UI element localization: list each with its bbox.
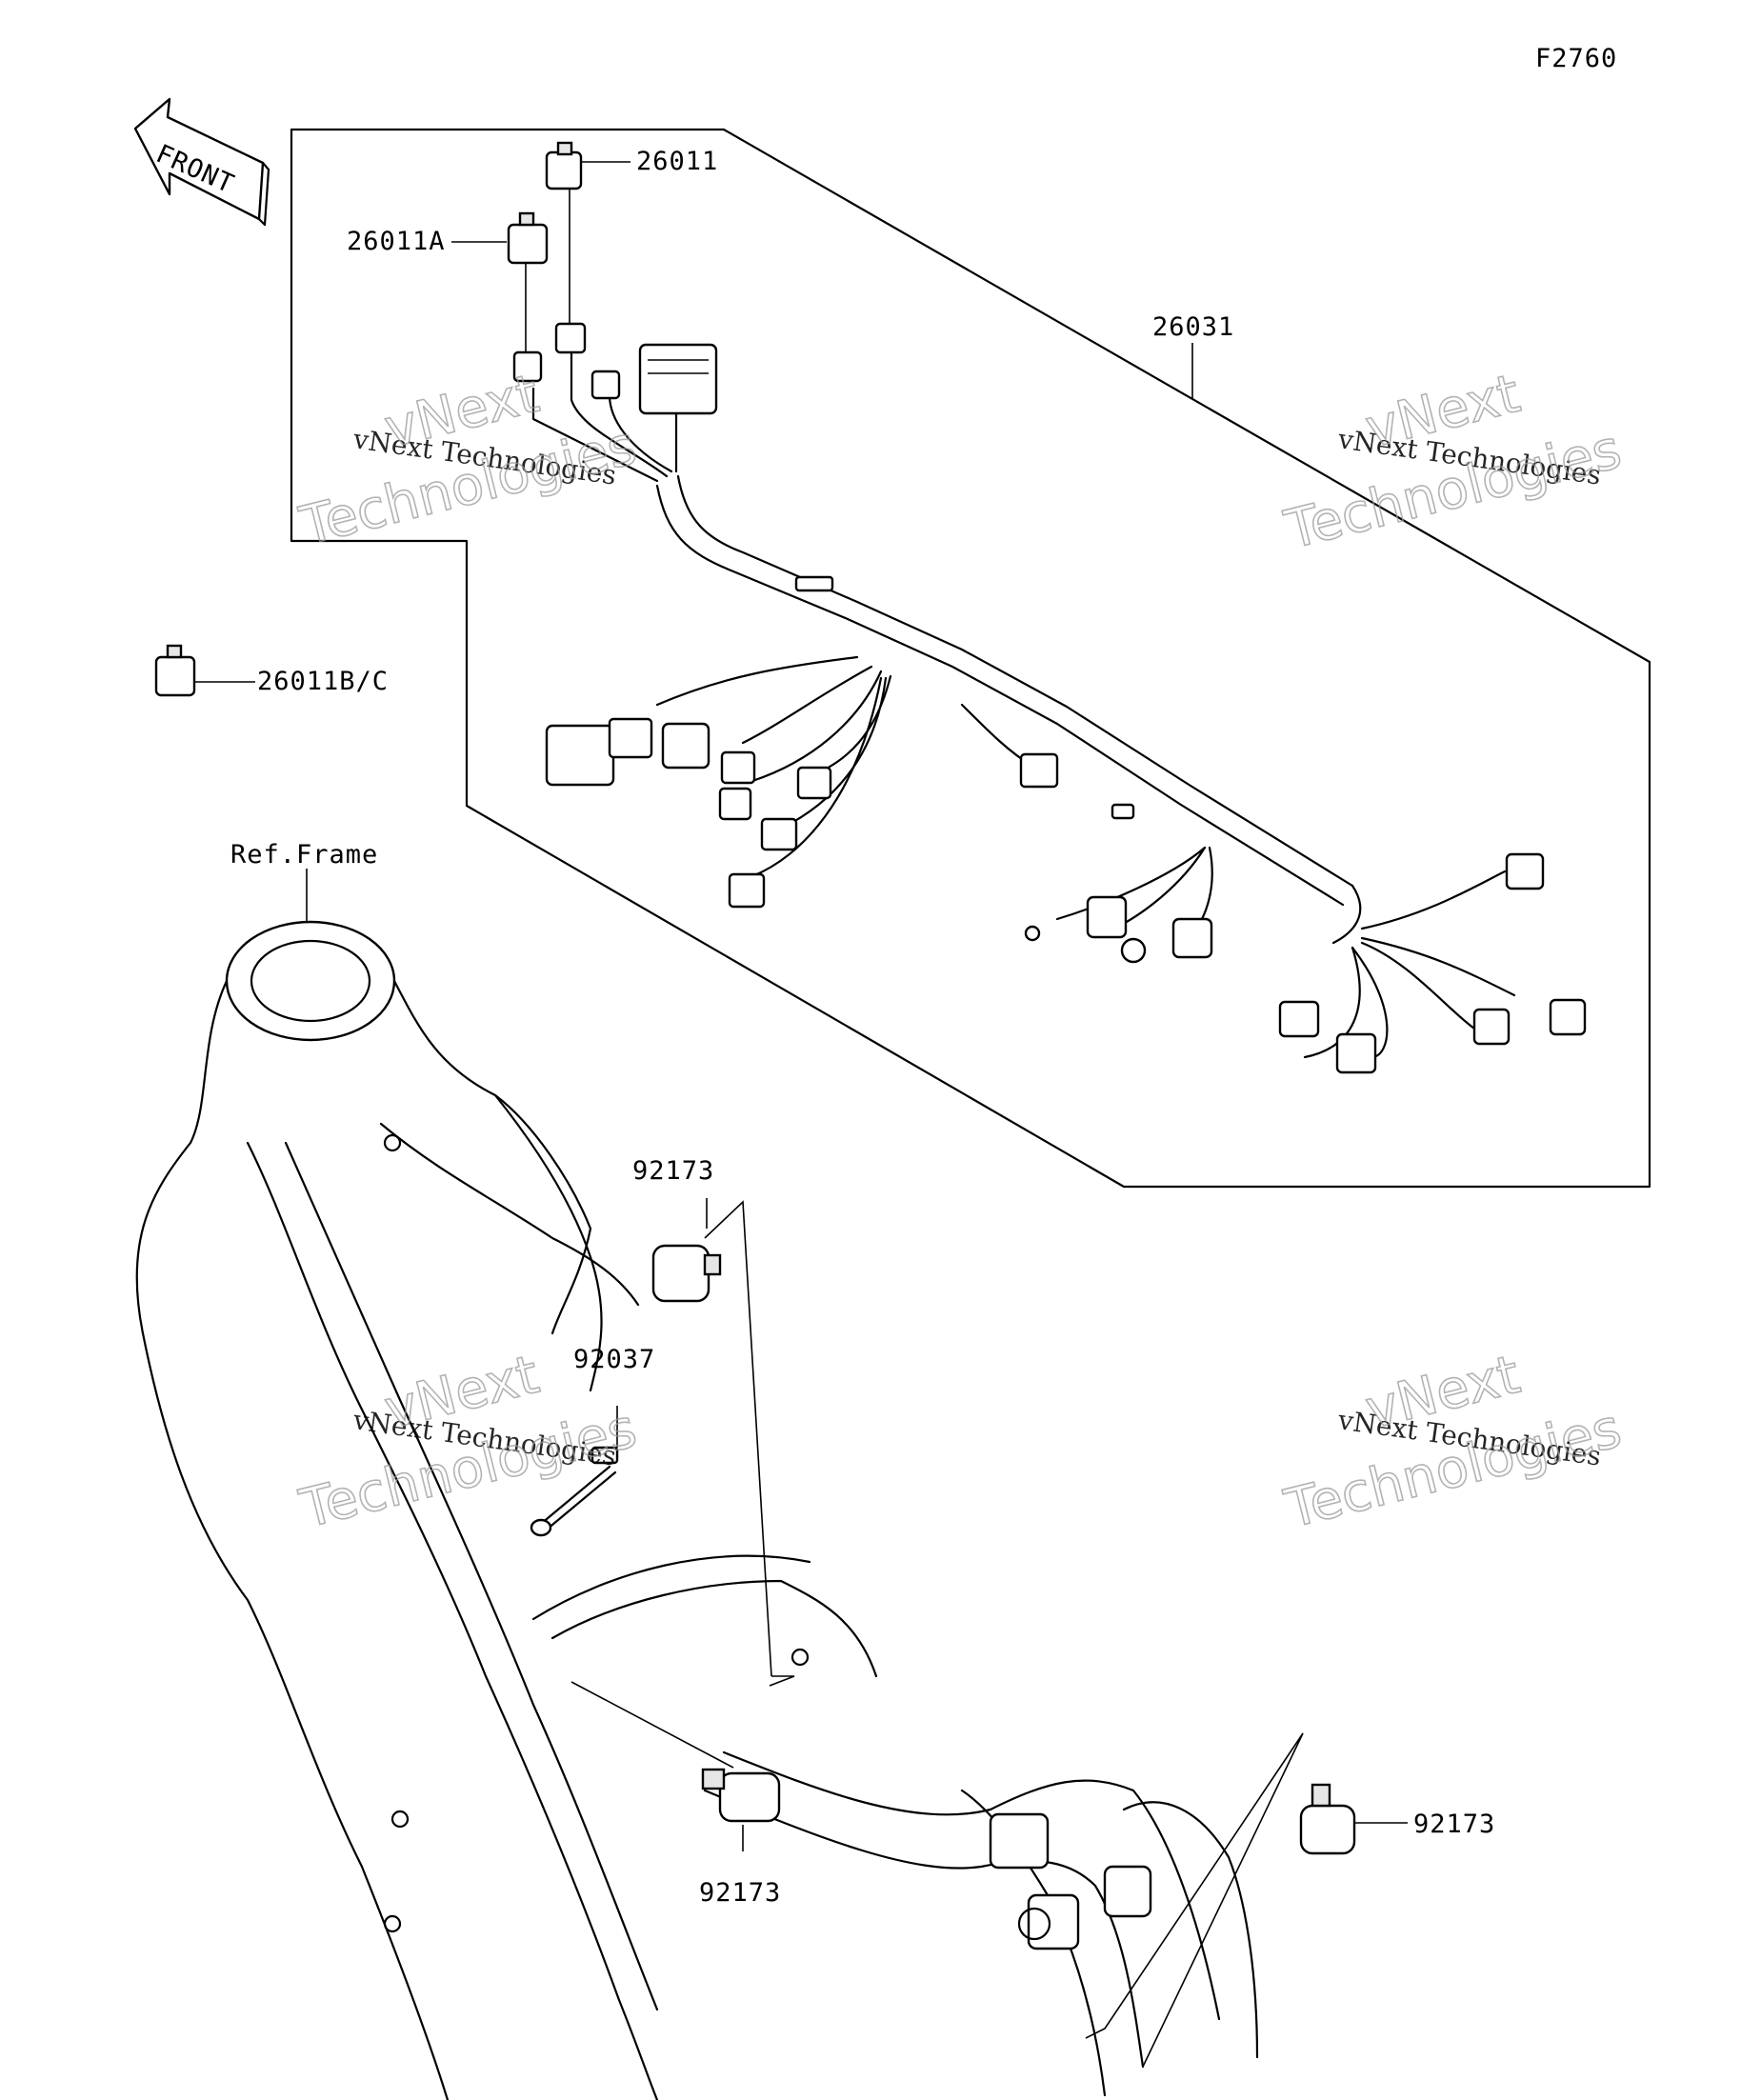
- leader-lines: [185, 161, 1408, 2068]
- label-26011: 26011: [636, 147, 718, 176]
- harness-connectors: [512, 322, 1587, 1074]
- label-92173-bottom: 92173: [699, 1878, 781, 1908]
- part-labels: 26011 26011A 26031 26011B/C Ref.Frame 92…: [230, 147, 1495, 1908]
- clamp-92173-top-icon: [651, 1244, 722, 1303]
- label-26011A: 26011A: [347, 227, 446, 256]
- connector-26011A-icon: [507, 211, 549, 265]
- bolt-92037-icon: [530, 1446, 619, 1537]
- clamp-92173-bottom-icon: [701, 1768, 781, 1823]
- figure-id: F2760: [1535, 44, 1617, 73]
- watermark: vNext Technologies vNext Technologies: [1278, 1343, 1628, 1541]
- harness-kit-outline: [290, 128, 1651, 1189]
- label-92173-right: 92173: [1413, 1810, 1495, 1839]
- front-arrow-icon: FRONT: [133, 97, 270, 227]
- watermark: vNext Technologies vNext Technologies: [293, 362, 643, 558]
- connector-26011BC-icon: [154, 644, 196, 697]
- label-26031: 26031: [1152, 312, 1234, 342]
- connector-26011-icon: [545, 141, 583, 190]
- motorcycle-frame: [135, 920, 1259, 2100]
- label-92173-top: 92173: [632, 1156, 714, 1186]
- label-26011BC: 26011B/C: [257, 667, 389, 696]
- label-92037: 92037: [573, 1345, 655, 1374]
- watermark: vNext Technologies vNext Technologies: [1278, 362, 1628, 562]
- clamp-92173-right-icon: [1299, 1783, 1356, 1855]
- label-ref-frame: Ref.Frame: [230, 840, 378, 870]
